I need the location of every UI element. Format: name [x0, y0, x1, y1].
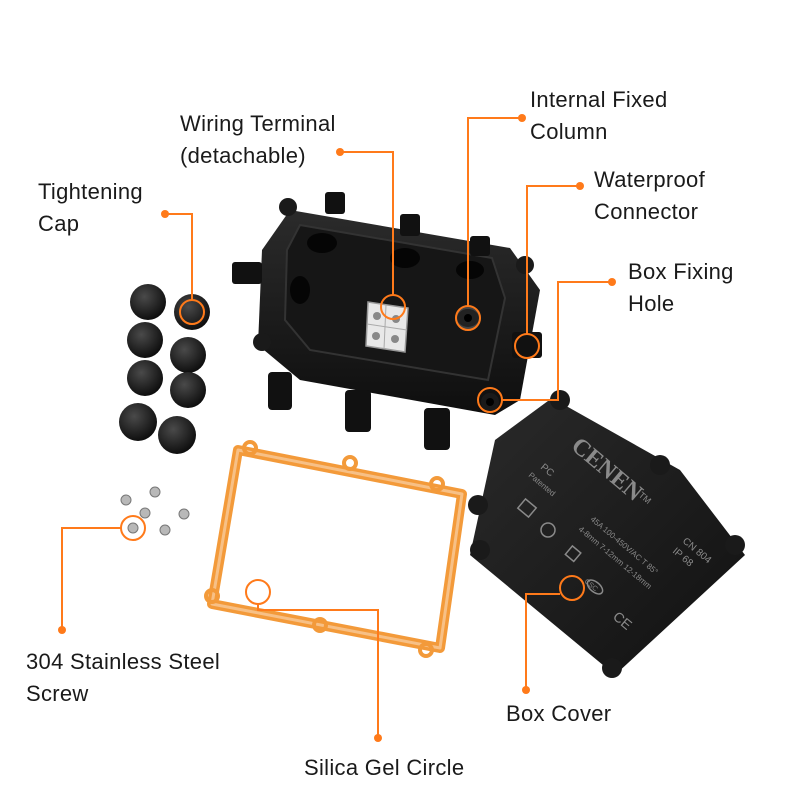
label-tightening-cap: Tightening Cap [38, 179, 143, 236]
label-silica-gel-circle: Silica Gel Circle [304, 755, 465, 780]
callout-dots [58, 114, 616, 742]
label-box-cover: Box Cover [506, 701, 612, 726]
leader-wiring-terminal [340, 151, 394, 295]
stainless-screws [120, 486, 190, 536]
label-wiring-terminal: Wiring Terminal (detachable) [180, 111, 336, 168]
leader-box-fixing-hole [502, 281, 612, 401]
callout-markers [61, 117, 612, 738]
leader-internal-fixed-column [467, 117, 522, 306]
leader-tightening-cap [165, 213, 193, 300]
label-internal-fixed-column: Internal Fixed Column [530, 87, 668, 144]
label-stainless-screw: 304 Stainless Steel Screw [26, 649, 221, 706]
leader-box-cover [525, 593, 560, 690]
leader-waterproof-connector [526, 185, 580, 334]
box-cover: CENEN TM PC Patented 45A 100-450V/AC T 8… [468, 390, 745, 678]
marker-box-cover [559, 575, 585, 601]
leader-screw [61, 527, 121, 630]
wiring-terminal [365, 301, 409, 353]
tightening-caps [119, 284, 210, 454]
label-waterproof-connector: Waterproof Connector [594, 167, 706, 224]
box-connectors [232, 192, 542, 450]
leader-silica-gel [257, 604, 379, 738]
silica-gel-gasket [204, 440, 467, 658]
marker-silica-gel [245, 579, 271, 605]
cover-symbol-icons [516, 497, 604, 595]
label-box-fixing-hole: Box Fixing Hole [628, 259, 734, 316]
